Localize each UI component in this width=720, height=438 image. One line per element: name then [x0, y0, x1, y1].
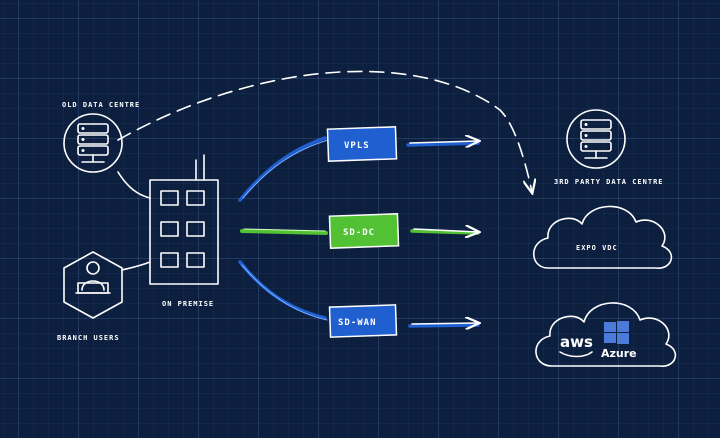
azure-logo-text: Azure: [601, 347, 637, 360]
sd-wan-arrow: [408, 323, 478, 326]
sd-wan-link-curve: [238, 260, 328, 321]
migration-dashed-arc: [117, 70, 532, 192]
third-party-data-centre-label: 3RD PARTY DATA CENTRE: [554, 178, 664, 186]
third-party-data-centre-server-icon: [566, 109, 626, 169]
azure-windows-icon: [604, 321, 629, 344]
vpls-label: VPLS: [344, 141, 370, 151]
aws-logo-text: aws: [560, 333, 593, 351]
sd-dc-link-line: [240, 228, 328, 235]
branch-users-label: BRANCH USERS: [57, 334, 120, 342]
on-premise-building-icon: [149, 154, 219, 285]
expo-vdc-cloud-icon: [533, 205, 673, 269]
public-cloud-icon: [535, 302, 677, 367]
sd-wan-label: SD-WAN: [338, 318, 377, 328]
on-premise-label: ON PREMISE: [162, 300, 214, 308]
sd-dc-label: SD-DC: [343, 228, 375, 238]
vpls-link-curve: [238, 136, 329, 202]
sd-dc-box: SD-DC: [328, 213, 400, 249]
aws-smile-icon: [559, 351, 593, 358]
vpls-box: VPLS: [326, 126, 398, 162]
sd-wan-box: SD-WAN: [328, 304, 398, 338]
branch-connector: [121, 261, 151, 271]
expo-vdc-label: EXPO VDC: [576, 244, 618, 252]
vpls-arrow: [406, 141, 478, 145]
old-dc-connector: [117, 171, 151, 199]
sd-dc-arrow: [410, 229, 478, 233]
old-data-centre-label: OLD DATA CENTRE: [62, 101, 140, 109]
old-data-centre-server-icon: [63, 113, 123, 173]
branch-users-icon: [63, 251, 123, 319]
